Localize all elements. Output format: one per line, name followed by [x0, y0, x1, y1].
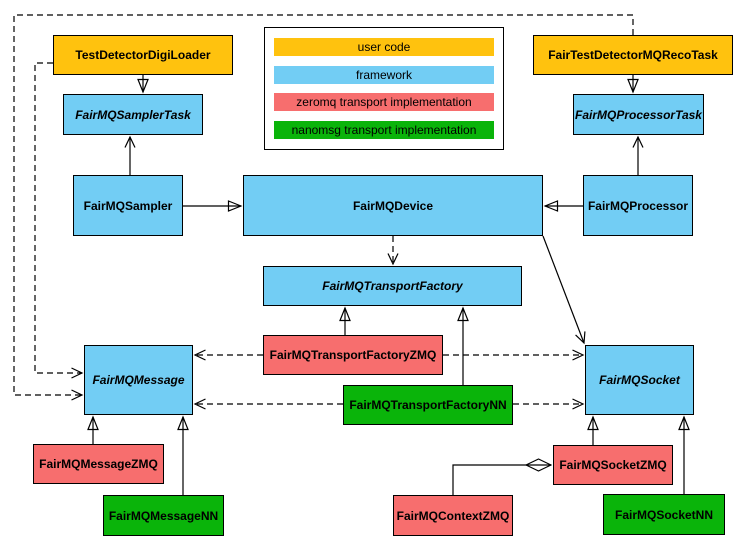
legend-item-framework: framework: [274, 65, 494, 84]
node-fair-mq-socket-nn: FairMQSocketNN: [603, 494, 725, 535]
node-fair-mq-processor-task: FairMQProcessorTask: [573, 94, 704, 135]
node-fair-mq-message-nn: FairMQMessageNN: [103, 495, 224, 536]
node-fair-mq-transport-factory-nn: FairMQTransportFactoryNN: [343, 385, 513, 425]
legend-item-zeromq: zeromq transport implementation: [274, 93, 494, 112]
legend: user code framework zeromq transport imp…: [264, 27, 504, 150]
node-fair-mq-sampler-task: FairMQSamplerTask: [63, 94, 203, 135]
node-fair-mq-processor: FairMQProcessor: [583, 175, 693, 236]
node-fair-mq-message: FairMQMessage: [84, 345, 193, 415]
node-fair-mq-sampler: FairMQSampler: [73, 175, 183, 236]
edge-contextzmq-socketzmq: [452, 465, 551, 495]
edge-recotask-message: [13, 14, 634, 401]
node-fair-mq-device: FairMQDevice: [243, 175, 543, 236]
legend-item-nanomsg: nanomsg transport implementation: [274, 121, 494, 140]
node-test-detector-digi-loader: TestDetectorDigiLoader: [53, 35, 233, 75]
node-fair-mq-transport-factory: FairMQTransportFactory: [263, 266, 522, 306]
node-fair-test-detector-mq-reco-task: FairTestDetectorMQRecoTask: [533, 35, 733, 75]
node-fair-mq-socket-zmq: FairMQSocketZMQ: [553, 445, 673, 485]
node-fair-mq-transport-factory-zmq: FairMQTransportFactoryZMQ: [263, 335, 443, 375]
edge-device-socket: [542, 235, 586, 345]
node-fair-mq-context-zmq: FairMQContextZMQ: [393, 495, 513, 536]
node-fair-mq-socket: FairMQSocket: [585, 345, 694, 415]
legend-item-user-code: user code: [274, 37, 494, 56]
edge-digiloader-message: [34, 62, 84, 379]
node-fair-mq-message-zmq: FairMQMessageZMQ: [33, 444, 164, 484]
